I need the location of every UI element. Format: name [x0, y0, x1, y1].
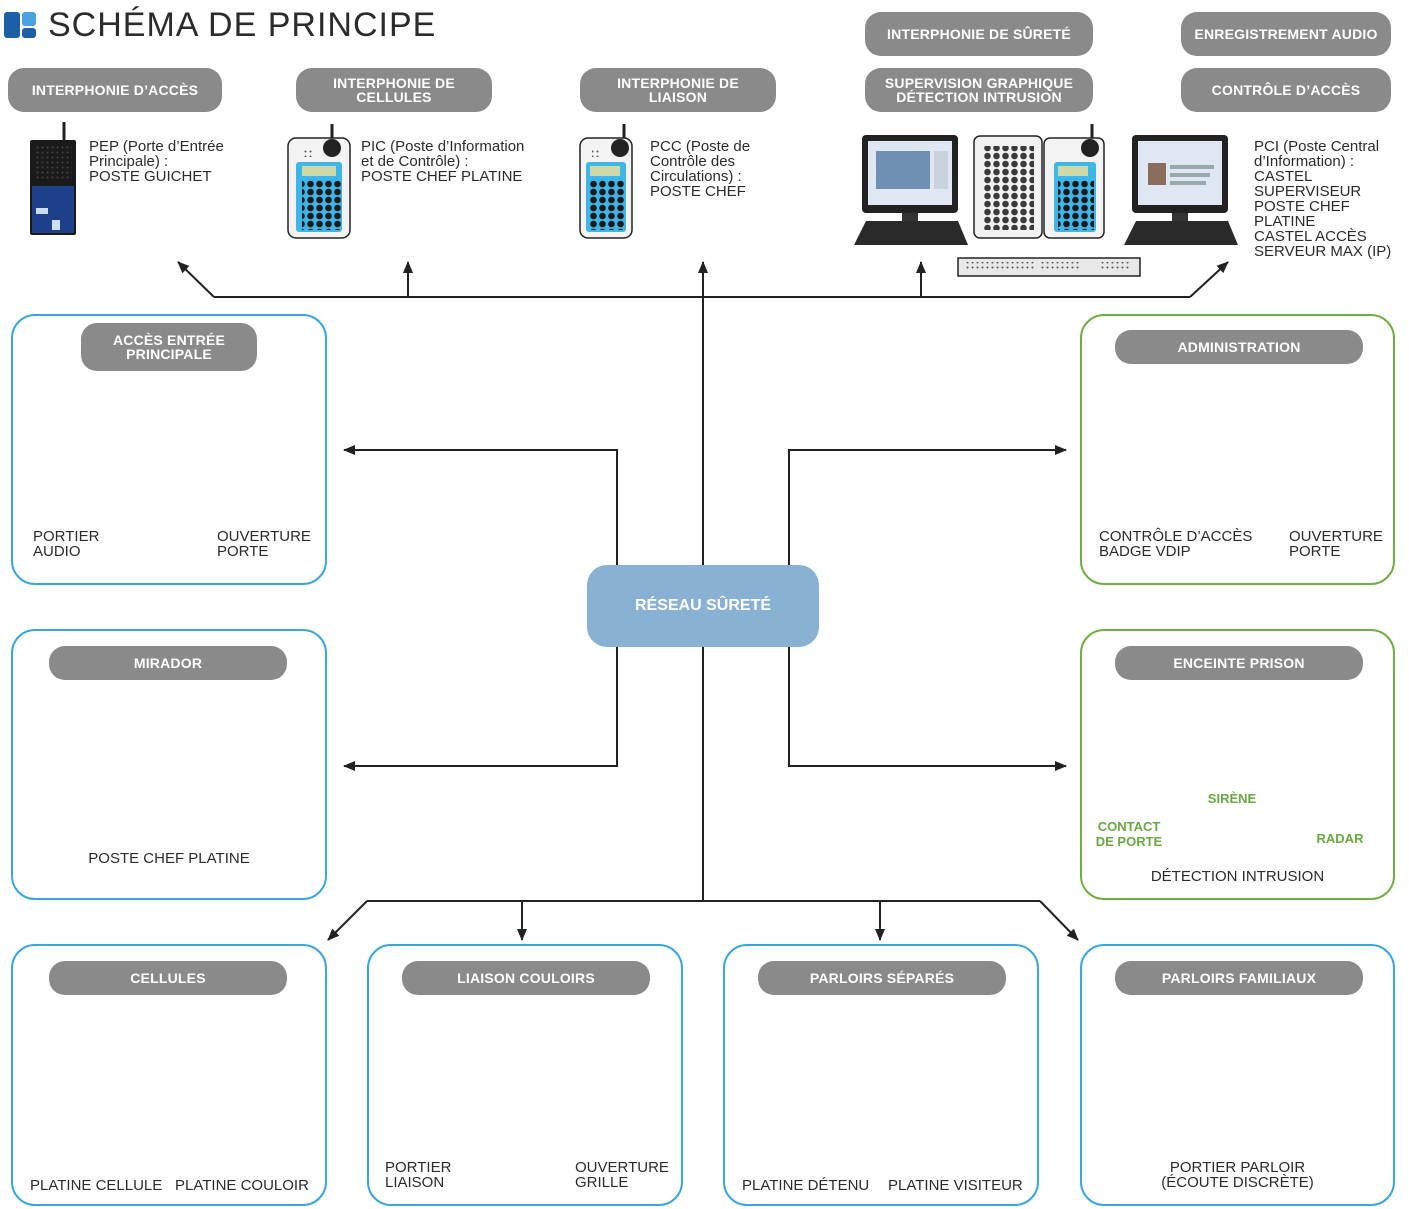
monitor-icon: [854, 135, 968, 245]
arrow-to-pci: [1189, 261, 1229, 298]
panel-title: MIRADOR: [49, 646, 287, 680]
label-pic: PIC (Poste d’Information et de Contrôle)…: [361, 138, 525, 185]
panel-title: ACCÈS ENTRÉE PRINCIPALE: [81, 323, 257, 371]
label-pcc: PCC (Poste de Contrôle des Circulations)…: [650, 138, 751, 200]
panel-title: CELLULES: [49, 961, 287, 995]
pill-interphonie-surete: INTERPHONIE DE SÛRETÉ: [865, 12, 1093, 56]
intercom-icon: [30, 122, 76, 235]
monitor-icon: [1124, 135, 1238, 245]
label-portier-parloir: PORTIER PARLOIR (ÉCOUTE DISCRÈTE): [1161, 1159, 1314, 1191]
pill-enregistrement-audio: ENREGISTREMENT AUDIO: [1181, 12, 1391, 56]
panel-title: PARLOIRS SÉPARÉS: [758, 961, 1006, 995]
pill-controle-acces: CONTRÔLE D’ACCÈS: [1181, 68, 1391, 112]
label-poste-chef-platine: POSTE CHEF PLATINE: [88, 850, 250, 867]
label-sirene: SIRÈNE: [1207, 791, 1257, 806]
handset-icon: [287, 124, 351, 239]
arrow-to-pep: [177, 261, 215, 298]
pill-interphonie-acces: INTERPHONIE D’ACCÈS: [8, 68, 222, 112]
label-portier-liaison: PORTIER LIAISON: [385, 1159, 452, 1191]
label-controle-acces-badge: CONTRÔLE D’ACCÈS BADGE VDIP: [1099, 528, 1253, 560]
network-lines: [177, 261, 1229, 941]
page-title: SCHÉMA DE PRINCIPE: [48, 6, 437, 44]
label-ouverture-porte: OUVERTURE PORTE: [1289, 528, 1383, 560]
handset-icon: [1043, 124, 1105, 239]
label-platine-couloir: PLATINE COULOIR: [175, 1177, 309, 1194]
branch-enceinte: [788, 647, 1067, 771]
label-ouverture-grille: OUVERTURE GRILLE: [575, 1159, 669, 1191]
arrow-to-cellules: [327, 900, 368, 941]
branch-administration: [788, 445, 1067, 565]
handset-icon: [579, 124, 633, 239]
label-contact-porte: CONTACT DE PORTE: [1095, 819, 1163, 849]
panel-parloirs-familiaux: PARLOIRS FAMILIAUX PORTIER PARLOIR (ÉCOU…: [1080, 944, 1395, 1206]
label-portier-audio: PORTIER AUDIO: [33, 528, 100, 560]
panel-title: ADMINISTRATION: [1115, 330, 1363, 364]
panel-title: LIAISON COULOIRS: [402, 961, 650, 995]
panel-liaison-couloirs: LIAISON COULOIRS PORTIER LIAISON OUVERTU…: [367, 944, 683, 1206]
label-platine-cellule: PLATINE CELLULE: [30, 1177, 163, 1194]
branch-acces-entree: [343, 445, 618, 565]
server-icon: [957, 257, 1141, 277]
label-pep: PEP (Porte d’Entrée Principale) : POSTE …: [89, 138, 224, 185]
hub-reseau-surete: RÉSEAU SÛRETÉ: [587, 565, 819, 647]
label-platine-visiteur: PLATINE VISITEUR: [888, 1177, 1023, 1194]
pill-interphonie-cellules: INTERPHONIE DE CELLULES: [296, 68, 492, 112]
arrow-to-parloirs-familiaux: [1039, 900, 1079, 941]
label-radar: RADAR: [1316, 831, 1364, 846]
panel-parloirs-separes: PARLOIRS SÉPARÉS PLATINE DÉTENU PLATINE …: [723, 944, 1039, 1206]
panel-enceinte-prison: ENCEINTE PRISON CONTACT DE PORTE SIRÈNE …: [1080, 629, 1395, 900]
pill-supervision: SUPERVISION GRAPHIQUE DÉTECTION INTRUSIO…: [865, 68, 1093, 112]
label-ouverture-porte: OUVERTURE PORTE: [217, 528, 311, 560]
panel-title: PARLOIRS FAMILIAUX: [1115, 961, 1363, 995]
label-detection-intrusion: DÉTECTION INTRUSION: [1150, 868, 1325, 885]
logo-icon: [4, 12, 36, 38]
label-platine-detenu: PLATINE DÉTENU: [742, 1177, 870, 1194]
panel-title: ENCEINTE PRISON: [1115, 646, 1363, 680]
panel-acces-entree: ACCÈS ENTRÉE PRINCIPALE PORTIER AUDIO OU…: [11, 314, 327, 585]
panel-cellules: CELLULES PLATINE CELLULE PLATINE COULOIR: [11, 944, 327, 1206]
label-pci: PCI (Poste Central d’Information) : CAST…: [1254, 138, 1392, 260]
keypad-panel-icon: [973, 135, 1043, 239]
pill-interphonie-liaison: INTERPHONIE DE LIAISON: [580, 68, 776, 112]
branch-mirador: [343, 647, 618, 771]
panel-administration: ADMINISTRATION CONTRÔLE D’ACCÈS BADGE VD…: [1080, 314, 1395, 585]
panel-mirador: MIRADOR POSTE CHEF PLATINE: [11, 629, 327, 900]
